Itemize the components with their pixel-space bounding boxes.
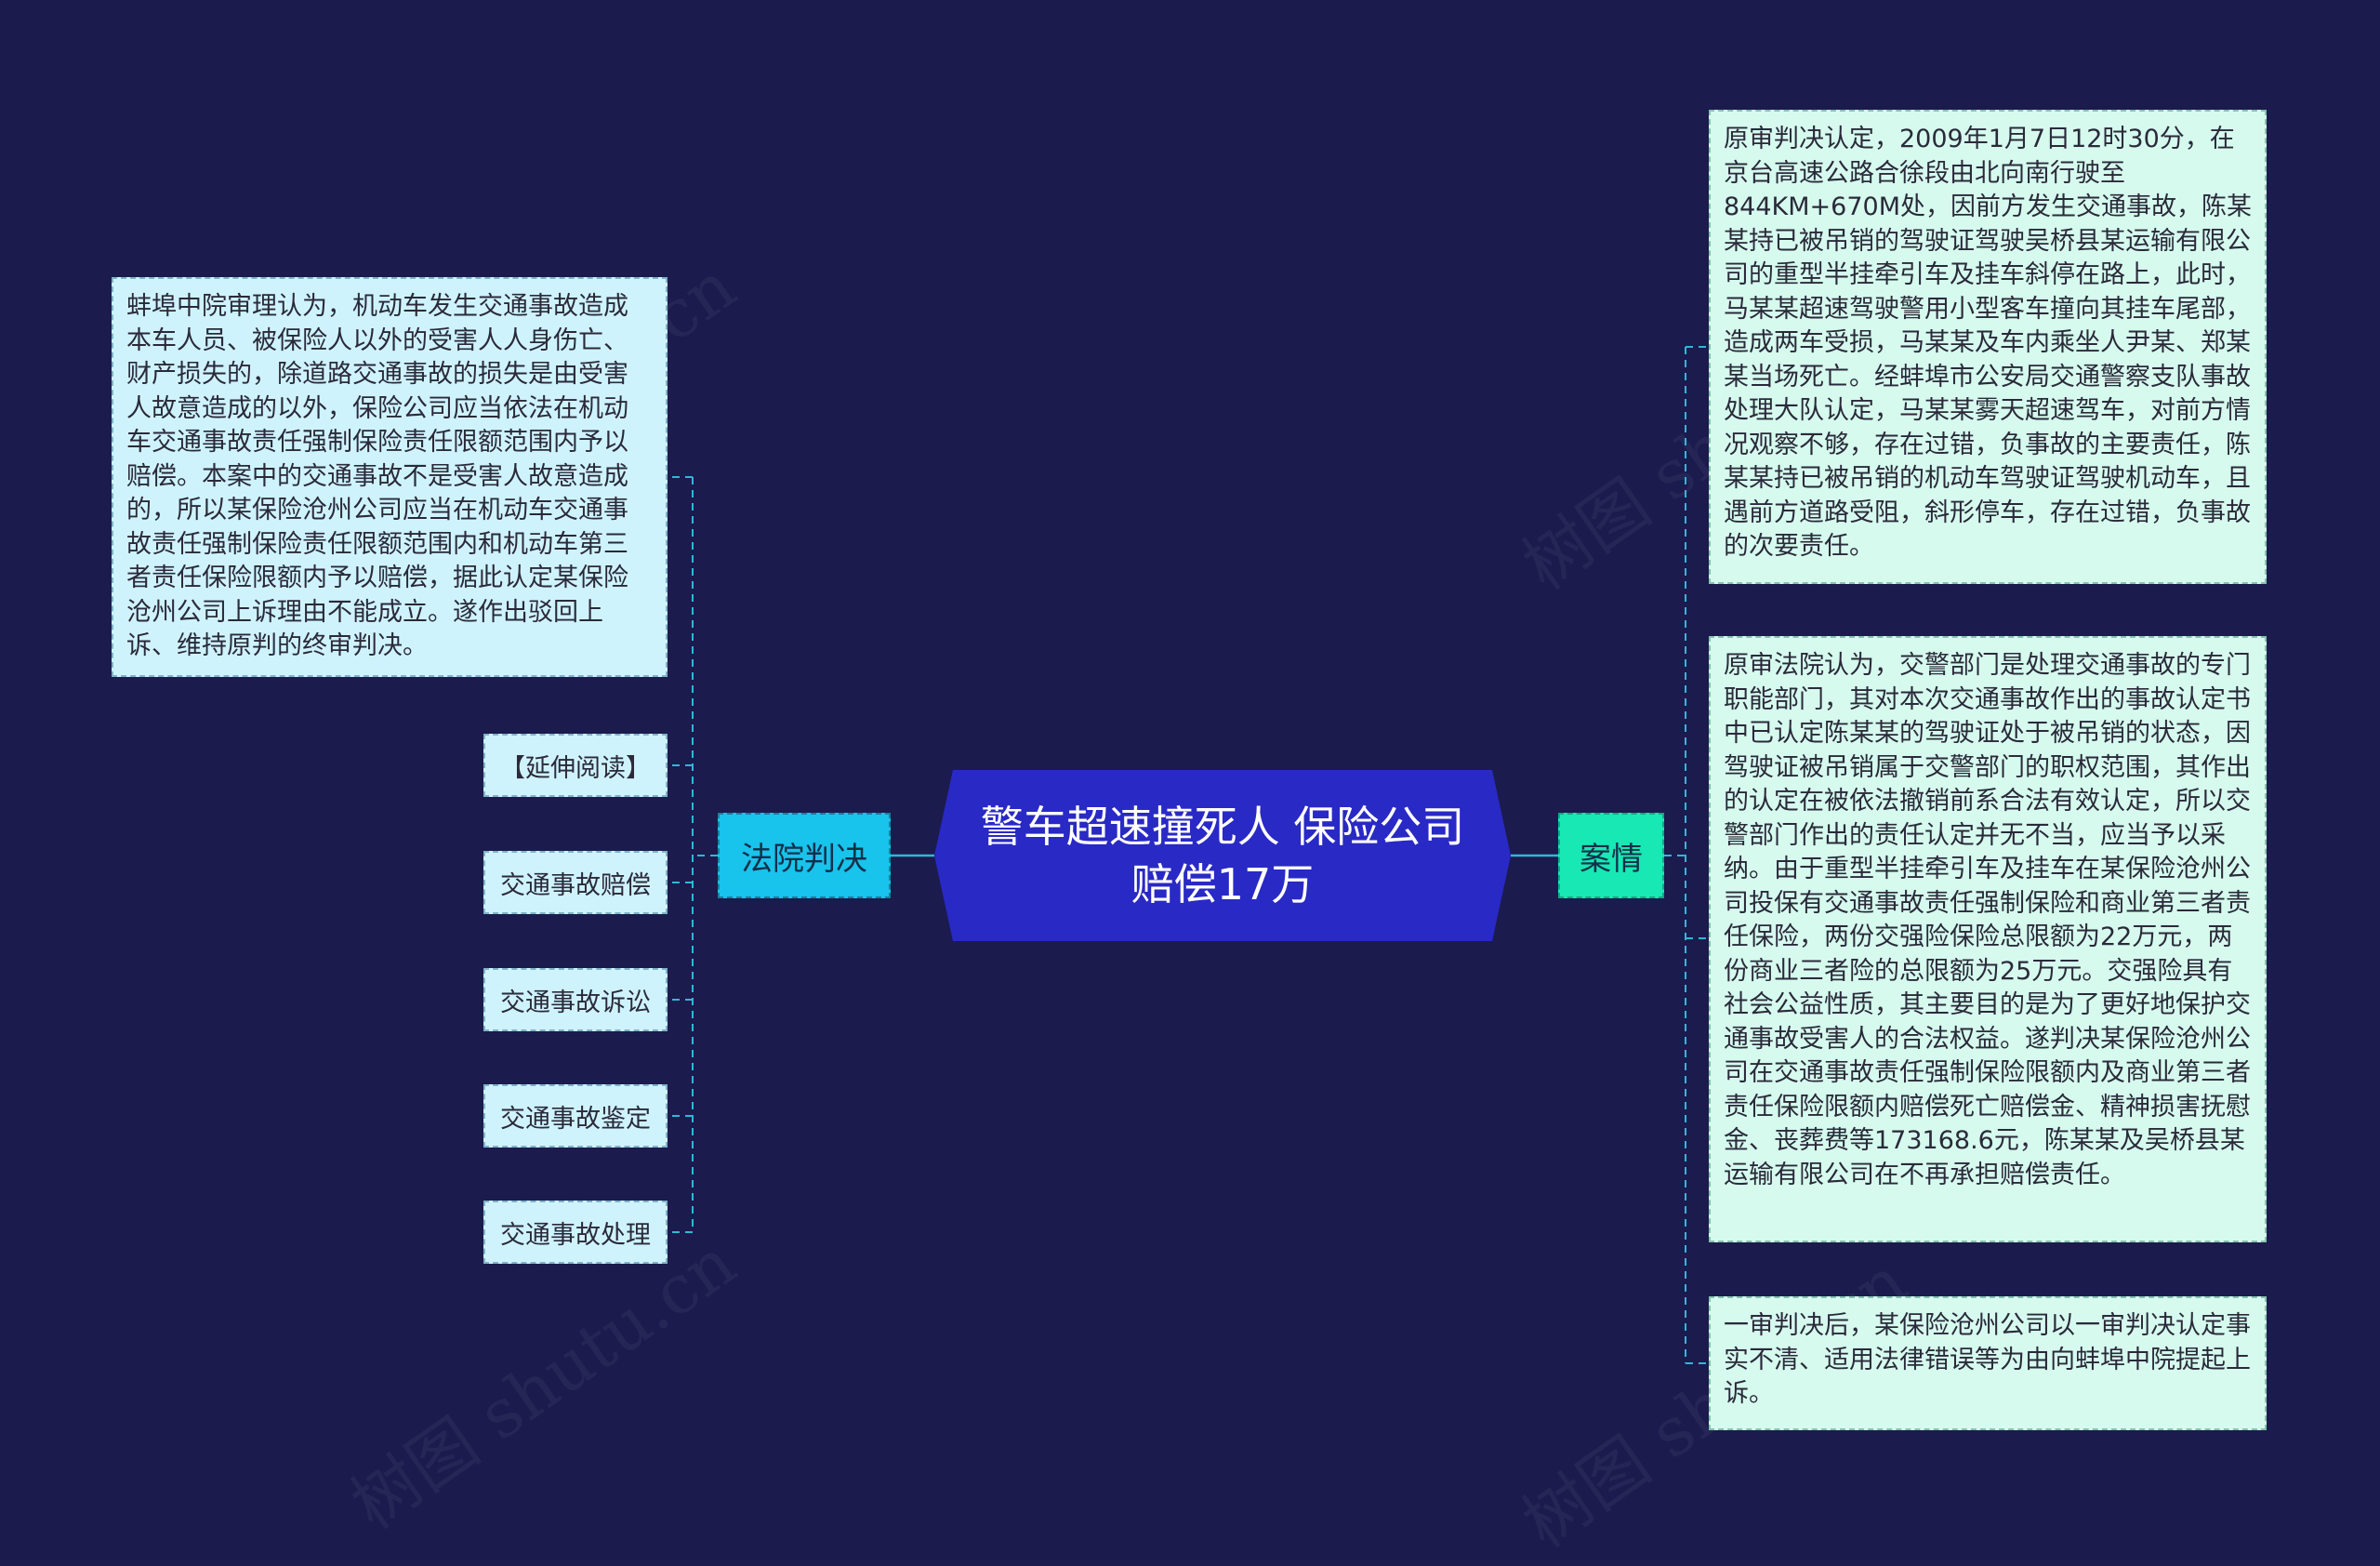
central-topic-label: 警车超速撞死人 保险公司赔偿17万 (980, 802, 1465, 909)
leaf-accident-compensation[interactable]: 交通事故赔偿 (483, 851, 668, 914)
leaf-final-judgment-text: 蚌埠中院审理认为，机动车发生交通事故造成本车人员、被保险人以外的受害人人身伤亡、… (126, 292, 628, 660)
branch-court-judgment-label: 法院判决 (741, 840, 867, 878)
leaf-original-verdict-text: 原审判决认定，2009年1月7日12时30分，在京台高速公路合徐段由北向南行驶至… (1724, 125, 2252, 561)
leaf-accident-litigation-label: 交通事故诉讼 (500, 988, 651, 1017)
leaf-accident-compensation-label: 交通事故赔偿 (500, 870, 651, 900)
branch-case-facts[interactable]: 案情 (1558, 813, 1664, 898)
branch-case-facts-label: 案情 (1580, 840, 1643, 878)
leaf-accident-appraisal[interactable]: 交通事故鉴定 (483, 1084, 668, 1148)
leaf-extended-reading-label: 【延伸阅读】 (500, 753, 651, 783)
leaf-accident-appraisal-label: 交通事故鉴定 (500, 1104, 651, 1134)
leaf-accident-handling[interactable]: 交通事故处理 (483, 1201, 668, 1264)
leaf-final-judgment[interactable]: 蚌埠中院审理认为，机动车发生交通事故造成本车人员、被保险人以外的受害人人身伤亡、… (112, 277, 668, 677)
leaf-original-court-opinion-text: 原审法院认为，交警部门是处理交通事故的专门职能部门，其对本次交通事故作出的事故认… (1724, 651, 2251, 1189)
central-topic[interactable]: 警车超速撞死人 保险公司赔偿17万 (934, 770, 1511, 941)
leaf-extended-reading[interactable]: 【延伸阅读】 (483, 734, 668, 797)
leaf-appeal-text: 一审判决后，某保险沧州公司以一审判决认定事实不清、适用法律错误等为由向蚌埠中院提… (1724, 1311, 2251, 1408)
branch-court-judgment[interactable]: 法院判决 (718, 813, 891, 898)
leaf-accident-litigation[interactable]: 交通事故诉讼 (483, 968, 668, 1031)
leaf-original-verdict[interactable]: 原审判决认定，2009年1月7日12时30分，在京台高速公路合徐段由北向南行驶至… (1709, 110, 2267, 584)
leaf-accident-handling-label: 交通事故处理 (500, 1220, 651, 1250)
leaf-appeal[interactable]: 一审判决后，某保险沧州公司以一审判决认定事实不清、适用法律错误等为由向蚌埠中院提… (1709, 1296, 2267, 1430)
leaf-original-court-opinion[interactable]: 原审法院认为，交警部门是处理交通事故的专门职能部门，其对本次交通事故作出的事故认… (1709, 636, 2267, 1242)
